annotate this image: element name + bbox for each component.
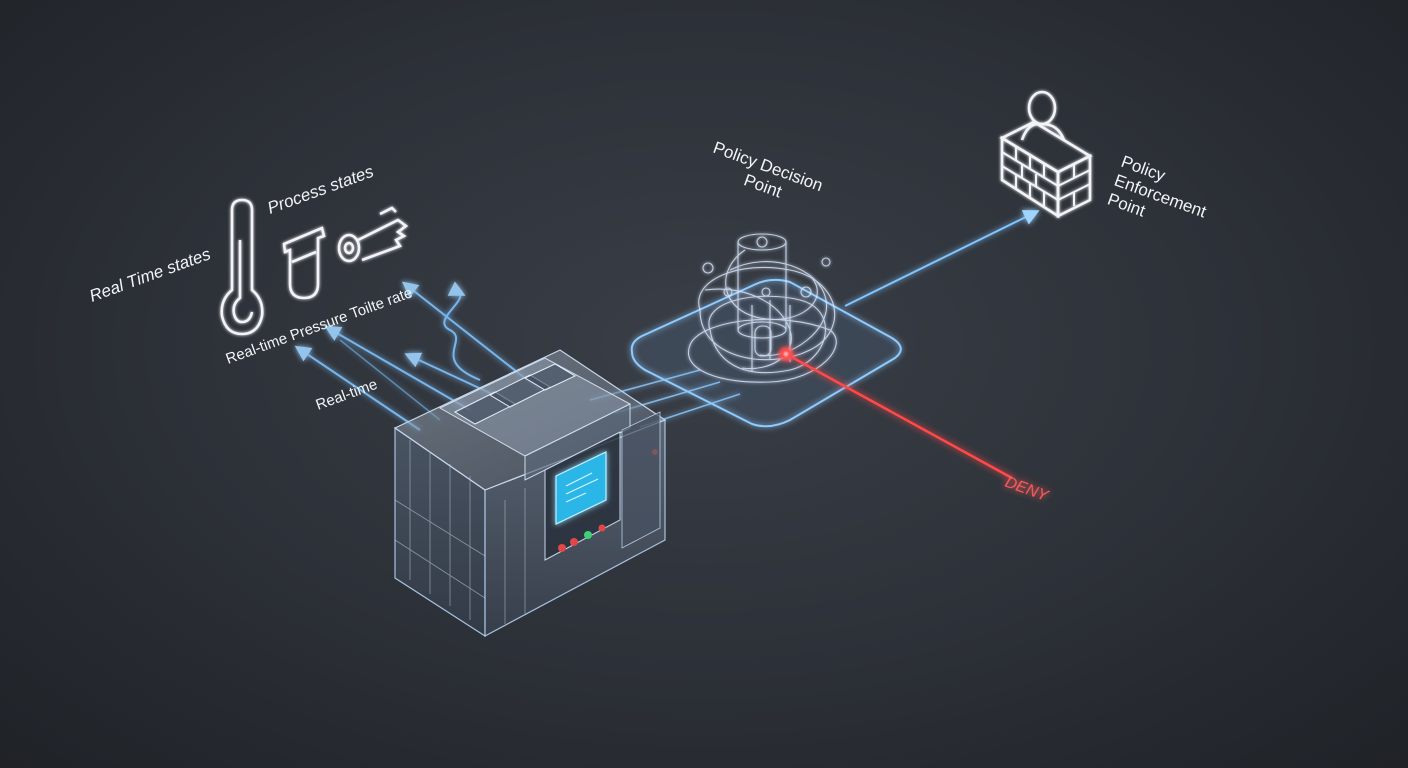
plc-button-red-2[interactable]: [570, 538, 578, 546]
pep-label: Policy Enforcement Point: [1105, 152, 1209, 222]
plc-top-face: [393, 349, 667, 491]
deny-beam: [777, 345, 1013, 480]
sensor-caption-label: Real-time Pressure Toilte rate: [224, 284, 415, 367]
plc-screen: [555, 451, 607, 525]
plc-controller: [393, 349, 667, 638]
plc-button-red-1[interactable]: [558, 544, 566, 552]
pdp-to-pep-arrow: [844, 210, 1040, 307]
process-states-label: Process states: [265, 162, 377, 218]
plc-button-green[interactable]: [584, 531, 592, 539]
user-firewall-icon: [999, 90, 1093, 219]
pdp-label: Policy Decision Point: [711, 138, 826, 202]
pdp-core: [687, 233, 837, 383]
real-time-states-label: Real Time states: [87, 244, 214, 306]
test-tube-icon: [282, 226, 326, 300]
pdp-platform: [630, 278, 902, 428]
plc-button-red-3[interactable]: [598, 524, 606, 532]
thermometer-icon: [220, 198, 264, 336]
deny-label: DENY: [1003, 474, 1052, 506]
valve-key-icon: [337, 206, 409, 263]
